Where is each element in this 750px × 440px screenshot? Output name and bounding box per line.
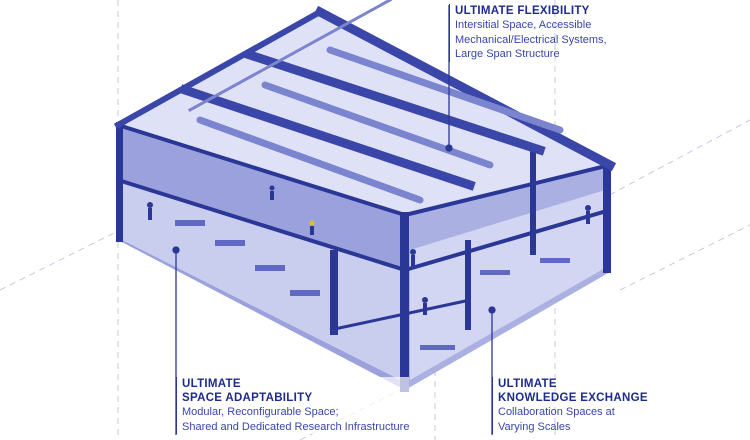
columns	[116, 122, 611, 392]
callout-title: ULTIMATE FLEXIBILITY	[455, 5, 590, 17]
callout-title: SPACE ADAPTABILITY	[182, 392, 313, 404]
leader-dot	[172, 246, 180, 254]
callout-title: ULTIMATE	[498, 378, 557, 390]
floor-slabs	[117, 123, 611, 332]
callout-ultimate-flexibility: ULTIMATE FLEXIBILITY Intersitial Space, …	[449, 4, 607, 62]
lab-benches	[175, 220, 570, 350]
roof-beams	[113, 0, 617, 191]
callout-space-adaptability: ULTIMATE SPACE ADAPTABILITY Modular, Rec…	[176, 377, 410, 434]
collab-interior	[410, 190, 605, 380]
ducts	[196, 46, 564, 204]
callout-line: Modular, Reconfigurable Space;	[182, 406, 339, 418]
leader-dot	[445, 144, 453, 152]
callout-title: ULTIMATE	[182, 378, 241, 390]
callout-line: Intersitial Space, Accessible	[455, 19, 592, 31]
callout-line: Varying Scales	[498, 420, 571, 433]
callout-knowledge-exchange: ULTIMATE KNOWLEDGE EXCHANGE Collaboratio…	[492, 377, 648, 434]
building	[113, 0, 617, 392]
leader-dot	[488, 306, 496, 314]
callout-line: Large Span Structure	[455, 48, 560, 60]
callout-line: Collaboration Spaces at	[498, 406, 615, 418]
callout-title: KNOWLEDGE EXCHANGE	[498, 392, 648, 404]
callout-line: Shared and Dedicated Research Infrastruc…	[182, 420, 410, 433]
people-figures	[147, 185, 591, 315]
callout-line: Mechanical/Electrical Systems,	[455, 33, 607, 46]
